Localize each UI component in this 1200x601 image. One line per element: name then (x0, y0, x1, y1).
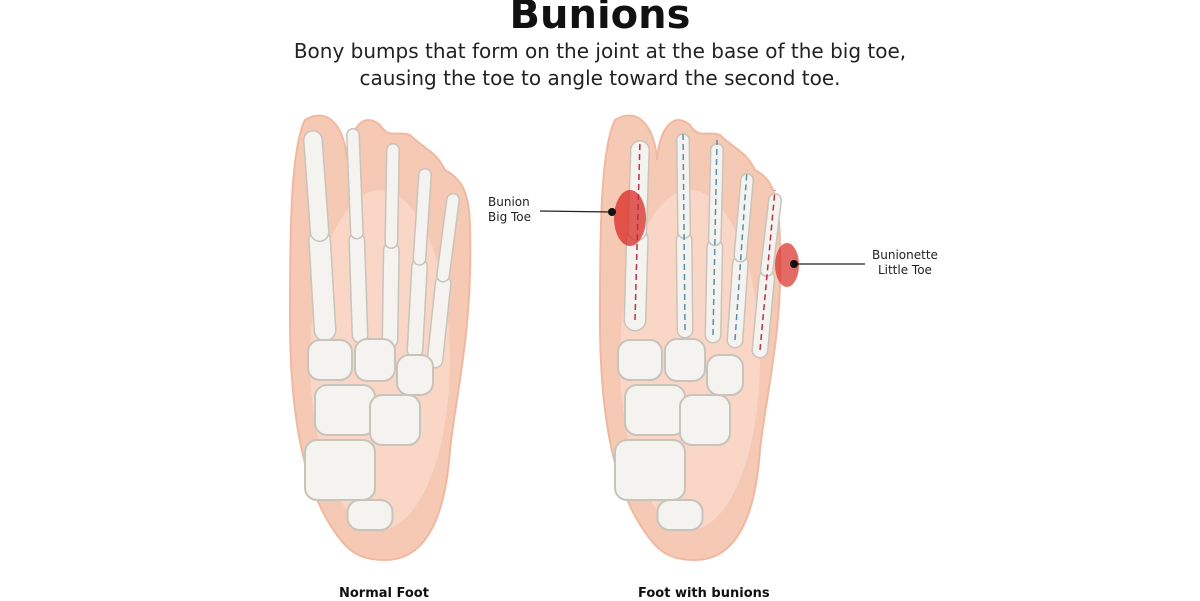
bunionette-label-line2: Little Toe (877, 263, 932, 277)
tarsal-bone (304, 439, 376, 501)
tarsal-bone (706, 354, 744, 396)
bone (347, 129, 363, 238)
tarsal-bone (614, 439, 686, 501)
alignment-line (634, 139, 641, 321)
bone (349, 233, 367, 342)
bunion-marker (608, 208, 616, 216)
normal-foot-caption: Normal Foot (339, 586, 429, 601)
bunion-label: Bunion Big Toe (488, 195, 531, 225)
bone (428, 276, 451, 367)
page-title: Bunions (509, 0, 691, 38)
normal-foot-illustration (288, 114, 472, 562)
tarsal-bone (346, 499, 394, 531)
tarsal-bone (369, 394, 421, 446)
tarsal-bone (307, 339, 353, 381)
alignment-line (734, 169, 748, 341)
alignment-line (712, 139, 718, 336)
tarsal-bone (624, 384, 686, 436)
tarsal-bone (656, 499, 704, 531)
subtitle-line-2: causing the toe to angle toward the seco… (359, 66, 841, 90)
bone (385, 144, 399, 248)
bunionette-inflammation (775, 243, 799, 287)
bunion-foot-illustration (598, 114, 799, 562)
bone (309, 230, 335, 340)
tarsal-bone (664, 338, 706, 382)
bone (408, 259, 427, 357)
bunionette-label-line1: Bunionette (872, 248, 938, 262)
tarsal-bone (314, 384, 376, 436)
bone (304, 131, 329, 241)
bunionette-label: Bunionette Little Toe (872, 248, 938, 278)
bunion-label-line1: Bunion (488, 195, 530, 209)
bunionette-marker (790, 260, 798, 268)
tarsal-bone (354, 338, 396, 382)
bunion-foot-caption: Foot with bunions (638, 586, 770, 601)
tarsal-bone (679, 394, 731, 446)
bone (414, 169, 431, 265)
subtitle: Bony bumps that form on the joint at the… (0, 38, 1200, 92)
bunion-label-line2: Big Toe (488, 210, 532, 224)
bunion-inflammation (614, 190, 646, 246)
alignment-line (759, 189, 776, 351)
tarsal-bone (617, 339, 663, 381)
subtitle-line-1: Bony bumps that form on the joint at the… (293, 39, 907, 63)
bone (383, 243, 399, 347)
bunion-leader-line (539, 210, 613, 213)
bone (437, 194, 459, 281)
alignment-line (682, 129, 686, 331)
tarsal-bone (396, 354, 434, 396)
